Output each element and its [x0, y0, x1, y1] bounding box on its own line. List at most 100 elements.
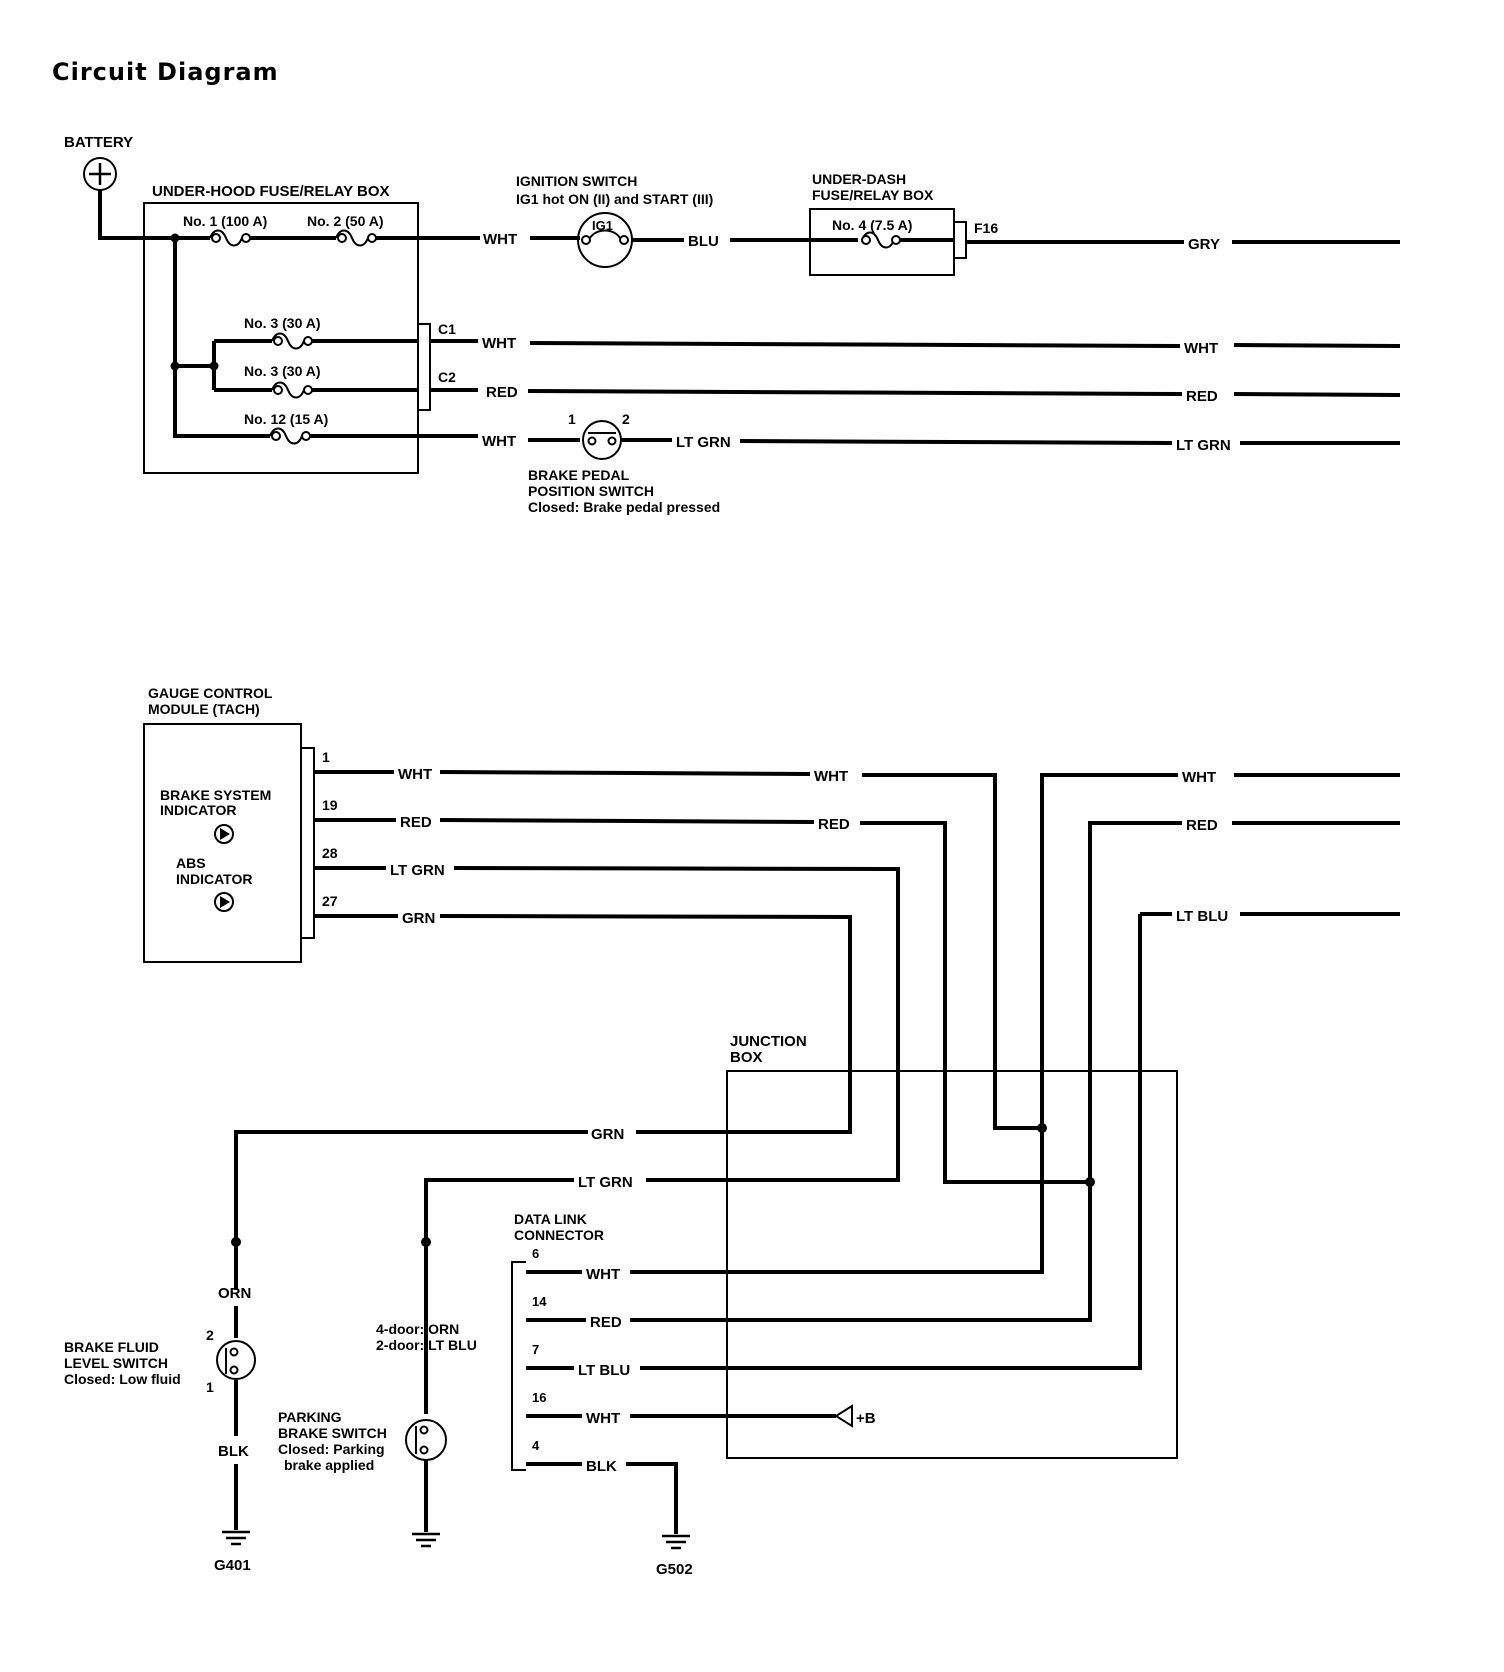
junction-box-label: JUNCTION	[730, 1033, 807, 1050]
dlc-pin-7: 7	[532, 1342, 539, 1357]
fuse-2-label: No. 2 (50 A)	[307, 213, 384, 229]
brake-pedal-pin-2: 2	[622, 411, 630, 427]
fuse-1-label: No. 1 (100 A)	[183, 213, 267, 229]
gauge-pin-1: 1	[322, 749, 330, 765]
bfl-pin-1: 1	[206, 1379, 214, 1395]
abs-indicator-label: ABS	[176, 855, 206, 871]
connector-c1-c2	[418, 323, 431, 411]
wire-label: WHT	[586, 1266, 620, 1283]
ground-g502-label: G502	[656, 1561, 693, 1578]
power-supply-symbol	[834, 1404, 853, 1428]
wire-label: WHT	[398, 766, 432, 783]
bus-vertical	[173, 238, 270, 438]
plus-b-label: +B	[856, 1410, 876, 1427]
dlc-pin-6: 6	[532, 1246, 539, 1261]
brake-indicator-icon	[214, 824, 234, 844]
gauge-pin-27: 27	[322, 893, 338, 909]
wire-label: GRN	[591, 1126, 624, 1143]
wire-label: LT GRN	[676, 434, 731, 451]
splice-dot	[421, 1237, 431, 1247]
parking-brake-switch-note: Closed: Parking	[278, 1441, 385, 1457]
gauge-pin-28: 28	[322, 845, 338, 861]
parking-brake-switch-note-2: brake applied	[284, 1457, 374, 1473]
ig1-label: IG1	[592, 218, 613, 233]
battery-wire	[98, 190, 175, 240]
wire-label: RED	[1186, 817, 1218, 834]
data-link-connector-label-2: CONNECTOR	[514, 1227, 604, 1243]
fuse-12-label: No. 12 (15 A)	[244, 411, 328, 427]
fuse-12-symbol	[269, 427, 311, 445]
dlc-pin-16: 16	[532, 1390, 546, 1405]
brake-pedal-pin-1: 1	[568, 411, 576, 427]
gauge-pin-19: 19	[322, 797, 338, 813]
brake-pedal-switch-note: Closed: Brake pedal pressed	[528, 499, 720, 515]
fuse-3a-label: No. 3 (30 A)	[244, 315, 321, 331]
under-dash-box-label-2: FUSE/RELAY BOX	[812, 187, 934, 203]
wire-label: LT GRN	[1176, 437, 1231, 454]
brake-fluid-switch-note: Closed: Low fluid	[64, 1371, 181, 1387]
brake-system-indicator-label-2: INDICATOR	[160, 802, 236, 818]
connector-c1-label: C1	[438, 321, 456, 337]
junction-box-label-2: BOX	[730, 1049, 763, 1066]
wire-color-note-2: 2-door: LT BLU	[376, 1337, 477, 1353]
wire-label: RED	[400, 814, 432, 831]
wire-label: WHT	[482, 335, 516, 352]
under-hood-box-label: UNDER-HOOD FUSE/RELAY BOX	[152, 183, 390, 200]
battery-symbol	[83, 157, 117, 191]
fuse-4-symbol	[861, 231, 901, 249]
ground-parking-symbol	[412, 1532, 440, 1548]
wire-label: RED	[590, 1314, 622, 1331]
brake-fluid-switch-label: BRAKE FLUID	[64, 1339, 159, 1355]
connector-f16	[954, 221, 967, 259]
fuse-3b-label: No. 3 (30 A)	[244, 363, 321, 379]
wire-label: WHT	[814, 768, 848, 785]
wire-label: ORN	[218, 1285, 251, 1302]
brake-system-indicator-label: BRAKE SYSTEM	[160, 787, 271, 803]
wire-label: RED	[486, 384, 518, 401]
brake-fluid-level-switch-symbol	[216, 1340, 256, 1380]
wire-label: WHT	[1182, 769, 1216, 786]
wire-label: LT GRN	[578, 1174, 633, 1191]
data-link-connector-label: DATA LINK	[514, 1211, 587, 1227]
brake-pedal-switch-symbol	[582, 420, 622, 460]
battery-label: BATTERY	[64, 134, 133, 151]
junction-box	[726, 1070, 1178, 1459]
abs-indicator-label-2: INDICATOR	[176, 871, 252, 887]
parking-brake-switch-label: PARKING	[278, 1409, 342, 1425]
wire-label: BLU	[688, 233, 719, 250]
connector-c2-label: C2	[438, 369, 456, 385]
data-link-connector	[511, 1261, 526, 1471]
gauge-module-connector	[300, 747, 315, 939]
brake-fluid-switch-label-2: LEVEL SWITCH	[64, 1355, 168, 1371]
parking-brake-switch-symbol	[405, 1419, 447, 1461]
ignition-switch-label: IGNITION SWITCH	[516, 173, 637, 189]
wire-label: LT GRN	[390, 862, 445, 879]
junction-dot	[170, 361, 180, 371]
brake-pedal-switch-label: BRAKE PEDAL	[528, 467, 630, 483]
junction-dot	[209, 361, 219, 371]
wire-label: WHT	[586, 1410, 620, 1427]
fuse-1-symbol	[209, 229, 251, 247]
bfl-pin-2: 2	[206, 1327, 214, 1343]
under-hood-fuse-box	[143, 202, 419, 474]
junction-dot	[170, 233, 180, 243]
under-dash-box-label: UNDER-DASH	[812, 171, 906, 187]
gauge-module-label-2: MODULE (TACH)	[148, 701, 260, 717]
abs-indicator-icon	[214, 892, 234, 912]
wire-label: BLK	[586, 1458, 617, 1475]
wire-label: LT BLU	[1176, 908, 1228, 925]
wire-label: BLK	[218, 1443, 249, 1460]
fuse-3b-symbol	[271, 381, 313, 399]
brake-pedal-switch-label-2: POSITION SWITCH	[528, 483, 654, 499]
fuse-3a-symbol	[271, 332, 313, 350]
wire-label: WHT	[1184, 340, 1218, 357]
ignition-switch-detail: IG1 hot ON (II) and START (III)	[516, 191, 713, 207]
f16-label: F16	[974, 220, 998, 236]
ground-g401-label: G401	[214, 1557, 251, 1574]
ground-g502-symbol	[662, 1534, 690, 1550]
wire-label: WHT	[482, 433, 516, 450]
wire-label: RED	[1186, 388, 1218, 405]
wire-label: WHT	[483, 231, 517, 248]
fuse-2-symbol	[335, 229, 377, 247]
wire-label: RED	[818, 816, 850, 833]
